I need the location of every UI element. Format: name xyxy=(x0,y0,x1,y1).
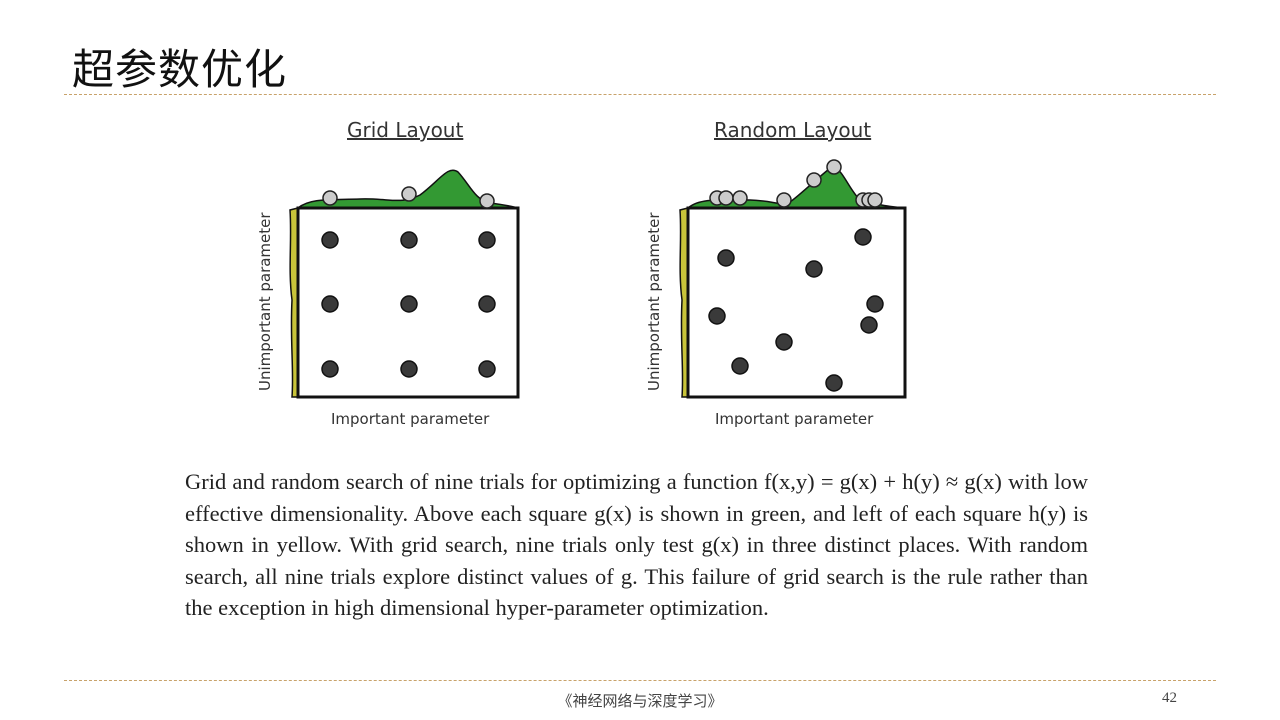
random-y-axis-label: Unimportant parameter xyxy=(645,212,663,391)
figure-caption: Grid and random search of nine trials fo… xyxy=(185,469,1088,620)
random-x-axis-label: Important parameter xyxy=(715,410,874,428)
slide-title: 超参数优化 xyxy=(72,45,288,94)
grid-layout-diagram xyxy=(289,169,520,399)
random-layout-title: Random Layout xyxy=(714,118,872,142)
grid-x-axis-label: Important parameter xyxy=(331,410,490,428)
grid-layout-title: Grid Layout xyxy=(347,118,464,142)
random-layout-diagram xyxy=(679,159,907,399)
footer-book-title: 《神经网络与深度学习》 xyxy=(557,692,723,710)
footer-divider xyxy=(64,680,1216,681)
search-layout-diagrams xyxy=(289,159,907,399)
title-divider xyxy=(64,94,1216,95)
page-number: 42 xyxy=(1162,690,1177,706)
grid-y-axis-label: Unimportant parameter xyxy=(256,212,274,391)
